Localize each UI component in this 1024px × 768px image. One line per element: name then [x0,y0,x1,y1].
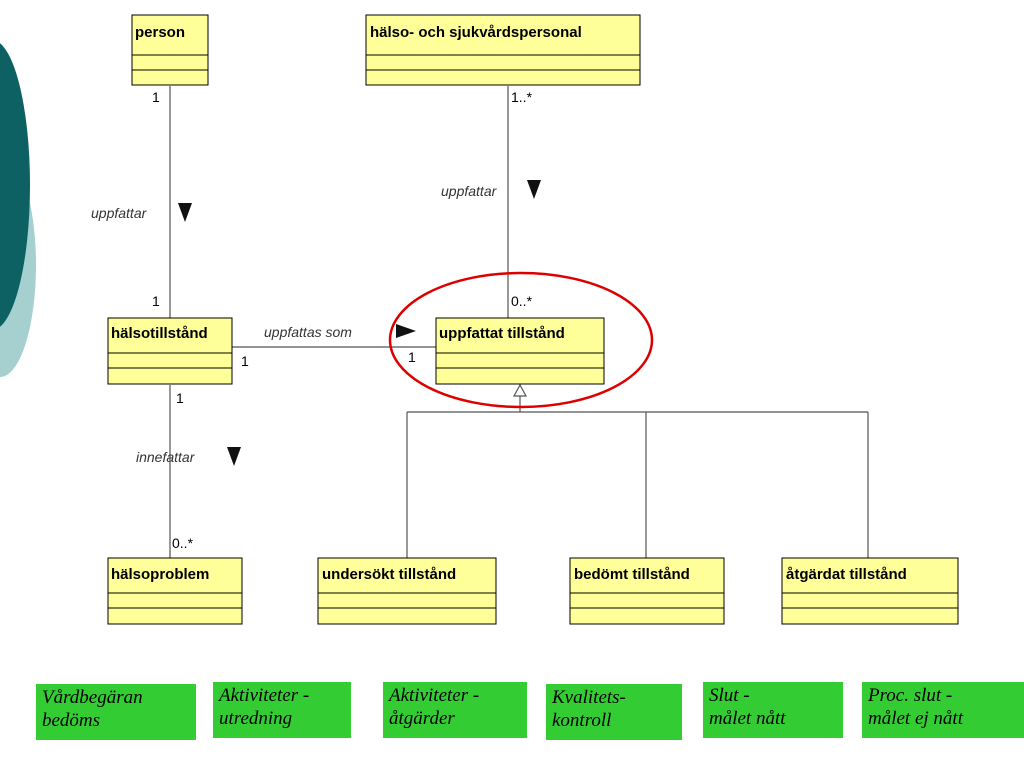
class-halsotillstand: hälsotillstånd [107,317,233,385]
phase-box: Slut - målet nått [703,682,843,738]
direction-down-icon [227,447,241,466]
multiplicity-label: 1..* [511,89,533,105]
generalization-arrow-icon [512,383,528,397]
class-name: bedömt tillstånd [574,566,690,583]
class-person: person [131,14,209,86]
multiplicity-label: 1 [152,293,160,309]
class-name: åtgärdat tillstånd [786,566,907,583]
direction-right-icon [396,324,416,338]
multiplicity-label: 0..* [511,293,533,309]
class-atgardat-tillstand: åtgärdat tillstånd [781,557,959,625]
multiplicity-label: 1 [408,349,416,365]
highlight-ellipse [388,271,654,409]
direction-down-icon [178,203,192,222]
class-halsoproblem: hälsoproblem [107,557,243,625]
multiplicity-label: 0..* [172,535,194,551]
phase-box: Aktiviteter - åtgärder [383,682,527,738]
phase-box: Aktiviteter - utredning [213,682,351,738]
assoc-label-halso-problem: innefattar [136,449,196,465]
class-name: hälsotillstånd [111,325,208,342]
class-uppfattat-tillstand: uppfattat tillstånd [435,317,605,385]
multiplicity-label: 1 [241,353,249,369]
assoc-label-halso-uppfattat: uppfattas som [264,324,352,340]
multiplicity-label: 1 [176,390,184,406]
class-name: person [135,24,185,41]
phase-box: Kvalitets- kontroll [546,684,682,740]
class-name: hälso- och sjukvårdspersonal [370,24,582,41]
assoc-label-person-halso: uppfattar [91,205,148,221]
class-bedomt-tillstand: bedömt tillstånd [569,557,725,625]
phase-box: Proc. slut - målet ej nått [862,682,1024,738]
direction-down-icon [527,180,541,199]
assoc-label-personal-uppfattat: uppfattar [441,183,498,199]
class-undersokt-tillstand: undersökt tillstånd [317,557,497,625]
multiplicity-label: 1 [152,89,160,105]
class-name: undersökt tillstånd [322,566,456,583]
phase-box: Vårdbegäran bedöms [36,684,196,740]
class-halso-och-sjukvardspersonal: hälso- och sjukvårdspersonal [365,14,641,86]
class-name: hälsoproblem [111,566,209,583]
class-name: uppfattat tillstånd [439,325,565,342]
decor-dark-ellipse [0,43,30,327]
connector-lines [169,86,869,558]
